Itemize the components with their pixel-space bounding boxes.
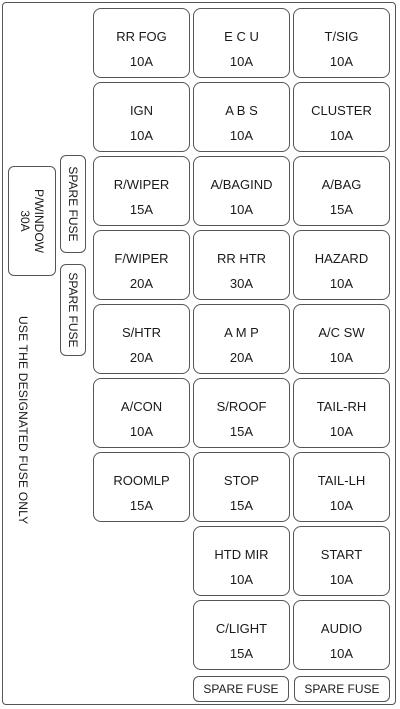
- fuse-amperage: 15A: [229, 498, 254, 513]
- fuse-pwindow-name: P/WINDOW: [32, 189, 46, 253]
- fuse-name: A/CON: [120, 399, 163, 414]
- fuse-name: C/LIGHT: [215, 621, 268, 636]
- fuse-r-wiper: R/WIPER 15A: [93, 156, 190, 226]
- fuse-amperage: 10A: [229, 128, 254, 143]
- designated-fuse-note: USE THE DESIGNATED FUSE ONLY: [16, 316, 30, 525]
- fuse-name: STOP: [223, 473, 260, 488]
- fuse-cluster: CLUSTER 10A: [293, 82, 390, 152]
- fuse-a-bag: A/BAG 15A: [293, 156, 390, 226]
- fuse-amperage: 10A: [229, 54, 254, 69]
- spare-fuse-side-2-label: SPARE FUSE: [66, 272, 80, 348]
- fuse-pwindow: P/WINDOW 30A: [8, 166, 56, 276]
- fuse-amperage: 10A: [229, 202, 254, 217]
- fuse-tail-lh: TAIL-LH 10A: [293, 452, 390, 522]
- fuse-a-con: A/CON 10A: [93, 378, 190, 448]
- fuse-amperage: 20A: [129, 350, 154, 365]
- fuse-a-m-p: A M P 20A: [193, 304, 290, 374]
- fuse-amperage: 20A: [129, 276, 154, 291]
- fuse-name: A B S: [225, 103, 258, 118]
- fuse-amperage: 15A: [229, 424, 254, 439]
- fuse-name: A/C SW: [318, 325, 365, 340]
- fuse-amperage: 10A: [329, 54, 354, 69]
- fuse-name: TAIL-LH: [317, 473, 366, 488]
- fuse-amperage: 10A: [329, 646, 354, 661]
- spare-fuse-side-1: SPARE FUSE: [60, 155, 86, 253]
- fuse-s-roof: S/ROOF 15A: [193, 378, 290, 448]
- fuse-amperage: 10A: [329, 424, 354, 439]
- fuse-name: ROOMLP: [113, 473, 170, 488]
- fuse-a-b-s: A B S 10A: [193, 82, 290, 152]
- fuse-amperage: 10A: [329, 350, 354, 365]
- fuse-ign: IGN 10A: [93, 82, 190, 152]
- fuse-pwindow-amp: 30A: [18, 210, 32, 232]
- fuse-name: IGN: [129, 103, 154, 118]
- fuse-tail-rh: TAIL-RH 10A: [293, 378, 390, 448]
- fuse-panel-frame: [2, 2, 396, 705]
- fuse-stop: STOP 15A: [193, 452, 290, 522]
- fuse-name: A/BAG: [321, 177, 362, 192]
- fuse-amperage: 30A: [229, 276, 254, 291]
- fuse-amperage: 15A: [329, 202, 354, 217]
- fuse-amperage: 15A: [129, 202, 154, 217]
- fuse-audio: AUDIO 10A: [293, 600, 390, 670]
- fuse-amperage: 10A: [329, 572, 354, 587]
- fuse-hazard: HAZARD 10A: [293, 230, 390, 300]
- fuse-amperage: 15A: [229, 646, 254, 661]
- fuse-rr-fog: RR FOG 10A: [93, 8, 190, 78]
- spare-fuse-bottom-2: SPARE FUSE: [294, 676, 390, 702]
- fuse-name: TAIL-RH: [316, 399, 367, 414]
- fuse-name: A M P: [224, 325, 259, 340]
- fuse-name: RR FOG: [116, 29, 167, 44]
- fuse-name: START: [320, 547, 363, 562]
- fuse-amperage: 10A: [329, 498, 354, 513]
- fuse-name: CLUSTER: [311, 103, 372, 118]
- fuse-name: F/WIPER: [114, 251, 169, 266]
- fuse-t-sig: T/SIG 10A: [293, 8, 390, 78]
- fuse-amperage: 10A: [329, 276, 354, 291]
- fuse-f-wiper: F/WIPER 20A: [93, 230, 190, 300]
- fuse-name: HTD MIR: [214, 547, 269, 562]
- fuse-amperage: 20A: [229, 350, 254, 365]
- fuse-s-htr: S/HTR 20A: [93, 304, 190, 374]
- fuse-amperage: 10A: [129, 128, 154, 143]
- fuse-a-bagind: A/BAGIND 10A: [193, 156, 290, 226]
- fuse-htd-mir: HTD MIR 10A: [193, 526, 290, 596]
- spare-fuse-side-1-label: SPARE FUSE: [66, 166, 80, 242]
- fuse-e-c-u: E C U 10A: [193, 8, 290, 78]
- fuse-name: AUDIO: [320, 621, 363, 636]
- fuse-amperage: 10A: [329, 128, 354, 143]
- fuse-name: HAZARD: [314, 251, 369, 266]
- fuse-name: E C U: [224, 29, 259, 44]
- fuse-name: RR HTR: [216, 251, 267, 266]
- fuse-name: S/HTR: [122, 325, 161, 340]
- fuse-amperage: 10A: [229, 572, 254, 587]
- fuse-roomlp: ROOMLP 15A: [93, 452, 190, 522]
- fuse-name: A/BAGIND: [210, 177, 273, 192]
- fuse-rr-htr: RR HTR 30A: [193, 230, 290, 300]
- spare-fuse-bottom-1: SPARE FUSE: [193, 676, 289, 702]
- fuse-name: S/ROOF: [216, 399, 267, 414]
- fuse-c-light: C/LIGHT 15A: [193, 600, 290, 670]
- fuse-name: R/WIPER: [113, 177, 170, 192]
- fuse-a-c-sw: A/C SW 10A: [293, 304, 390, 374]
- fuse-name: T/SIG: [324, 29, 359, 44]
- fuse-pwindow-text: P/WINDOW 30A: [18, 189, 46, 253]
- fuse-amperage: 10A: [129, 54, 154, 69]
- fuse-amperage: 10A: [129, 424, 154, 439]
- spare-fuse-side-2: SPARE FUSE: [60, 264, 86, 356]
- fuse-amperage: 15A: [129, 498, 154, 513]
- fuse-start: START 10A: [293, 526, 390, 596]
